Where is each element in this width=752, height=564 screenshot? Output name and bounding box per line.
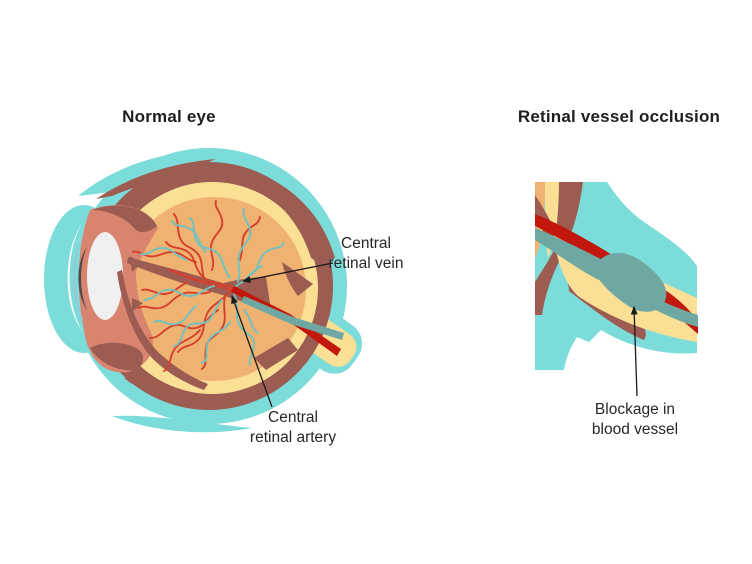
retinal-veins — [140, 208, 285, 366]
occlusion-figure — [535, 182, 698, 370]
blockage-label-line2: blood vessel — [591, 421, 679, 438]
blockage-label: Blockage in blood vessel — [555, 400, 715, 440]
artery-label-line1: Central — [268, 409, 318, 426]
vein-label-line2: retinal vein — [328, 255, 404, 272]
normal-eye-title: Normal eye — [122, 107, 216, 126]
blockage-bulge — [595, 252, 667, 312]
retinal-arteries — [132, 200, 261, 372]
vein-arrow — [242, 262, 334, 283]
cornea-inner-crescent — [73, 234, 85, 323]
vein-label-line1: Central — [341, 235, 391, 252]
occluded-vein — [535, 228, 698, 327]
normal-eye-figure — [44, 148, 363, 433]
blockage-arrow — [630, 306, 638, 397]
occlusion-title: Retinal vessel occlusion — [517, 107, 721, 126]
central-retinal-vein-label: Central retinal vein — [286, 234, 446, 274]
blockage-label-line1: Blockage in — [594, 401, 676, 418]
lens — [87, 232, 123, 320]
artery-arrow — [231, 295, 273, 408]
callout-arrows — [231, 262, 638, 408]
artery-label-line2: retinal artery — [249, 429, 337, 446]
pupil-crescent — [78, 247, 87, 310]
anterior-chamber — [67, 224, 83, 332]
choroid-crescent — [233, 167, 335, 262]
central-retinal-artery-label: Central retinal artery — [213, 408, 373, 448]
central-retinal-vein-vessel — [241, 296, 344, 340]
lower-lid-wing — [112, 415, 252, 433]
occlusion-artery — [535, 214, 698, 334]
